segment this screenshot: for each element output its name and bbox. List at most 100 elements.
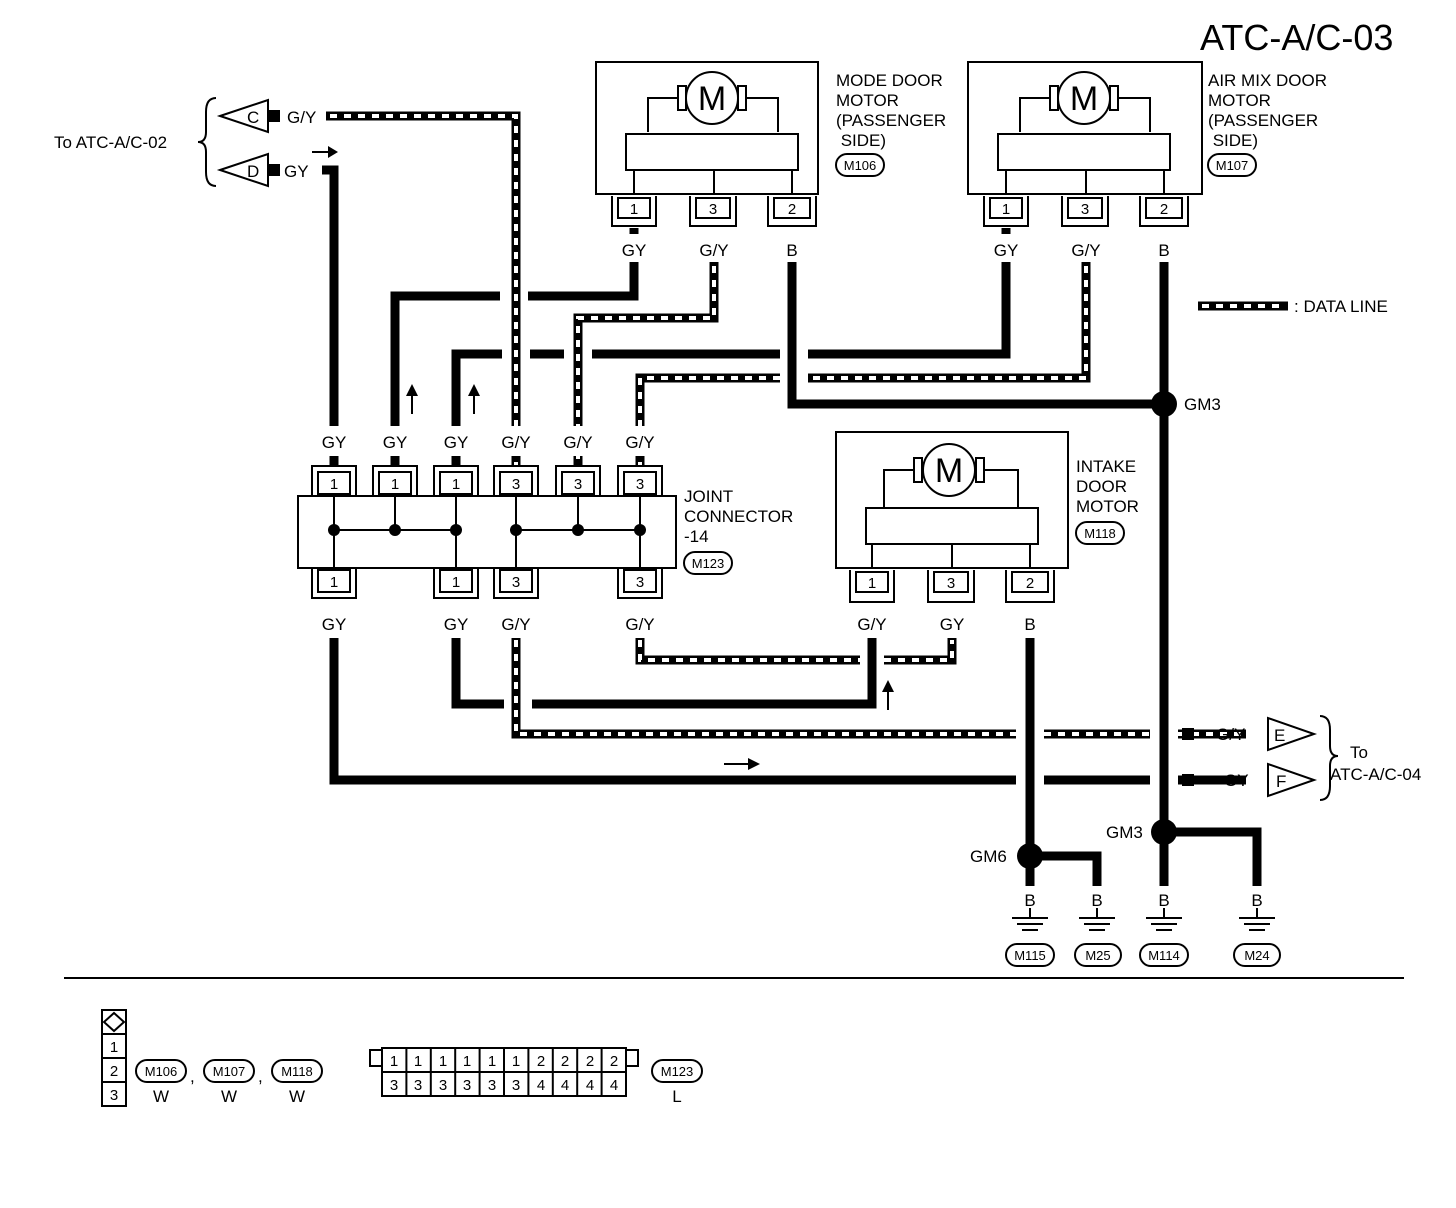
splice-gm6	[1017, 843, 1043, 869]
svg-text:M115: M115	[1014, 948, 1046, 963]
svg-text:2: 2	[537, 1053, 545, 1070]
connector-view-large: 1 1 1 1 1 1 2 2 2 2 3 3 3 3 3 3 4 4 4 4 …	[369, 1047, 703, 1106]
svg-text:2: 2	[788, 201, 796, 218]
airmix-pins: 1 3 2	[983, 196, 1189, 227]
ground-icon	[1239, 908, 1275, 931]
svg-text:GM3: GM3	[1106, 823, 1143, 842]
svg-text:GY: GY	[383, 433, 408, 452]
svg-text:3: 3	[439, 1077, 447, 1094]
svg-text:2: 2	[1160, 201, 1168, 218]
svg-text:M: M	[935, 452, 963, 490]
svg-text:4: 4	[561, 1077, 569, 1094]
grounds: B B B B M115 M25 M114 M24	[1005, 891, 1281, 967]
svg-text:G/Y: G/Y	[563, 433, 592, 452]
svg-text:G/Y: G/Y	[1216, 725, 1245, 744]
svg-text:3: 3	[574, 476, 582, 493]
motor-icon	[1057, 71, 1111, 125]
joint-bottom-pins: 1 1 3 3	[311, 568, 663, 599]
svg-text:3: 3	[390, 1077, 398, 1094]
svg-text:1: 1	[414, 1053, 422, 1070]
svg-text:G/Y: G/Y	[501, 615, 530, 634]
arrow-d-icon	[216, 152, 269, 188]
air-mix-door-motor: M 1 3 2 GY G/Y B AIR MIX DOOR MOTOR (PAS…	[967, 61, 1327, 260]
svg-text:MOTOR: MOTOR	[836, 91, 899, 110]
direction-arrows	[406, 384, 894, 770]
svg-text:DOOR: DOOR	[1076, 477, 1127, 496]
svg-text:1: 1	[390, 1053, 398, 1070]
ground-icon	[1012, 908, 1048, 931]
svg-text:GY: GY	[444, 433, 469, 452]
svg-text:B: B	[1024, 891, 1035, 910]
mode-door-motor: M 1 3 2 GY G/Y B MODE DOOR MOTOR (PASSEN…	[595, 61, 946, 260]
svg-text:M: M	[698, 80, 726, 118]
svg-text:M25: M25	[1085, 948, 1110, 963]
svg-text:3: 3	[636, 476, 644, 493]
splice-gm3-top	[1151, 391, 1177, 417]
large-bottom-pins: 3 3 3 3 3 3 4 4 4 4	[390, 1077, 618, 1094]
intake-door-motor: M 1 3 2 G/Y GY B INTAKE DOOR MOTOR M118	[835, 431, 1139, 634]
left-ref-label: To ATC-A/C-02	[54, 133, 167, 152]
svg-text:B: B	[1024, 615, 1035, 634]
motor-icon	[922, 443, 976, 497]
svg-text:1: 1	[512, 1053, 520, 1070]
svg-text:GM3: GM3	[1184, 395, 1221, 414]
label-gaps	[300, 234, 1280, 910]
svg-text:MODE DOOR: MODE DOOR	[836, 71, 943, 90]
svg-text:GY: GY	[940, 615, 965, 634]
svg-text:4: 4	[586, 1077, 594, 1094]
svg-text:G/Y: G/Y	[501, 433, 530, 452]
svg-text:SIDE): SIDE)	[836, 131, 886, 150]
svg-text:D: D	[247, 162, 259, 181]
svg-text:W: W	[289, 1087, 305, 1106]
svg-text:B: B	[1158, 241, 1169, 260]
svg-text:B: B	[1251, 891, 1262, 910]
svg-text:GY: GY	[622, 241, 647, 260]
svg-text:C: C	[247, 108, 259, 127]
svg-text:G/Y: G/Y	[857, 615, 886, 634]
svg-text:,: ,	[258, 1067, 263, 1086]
svg-text:SIDE): SIDE)	[1208, 131, 1258, 150]
svg-text:3: 3	[110, 1087, 118, 1104]
page-title: ATC-A/C-03	[1200, 17, 1393, 58]
svg-text:1: 1	[1002, 201, 1010, 218]
svg-text:F: F	[1276, 772, 1286, 791]
svg-text:4: 4	[537, 1077, 545, 1094]
svg-text:1: 1	[110, 1039, 118, 1056]
svg-text:G/Y: G/Y	[287, 108, 316, 127]
left-reference: To ATC-A/C-02 C G/Y D GY	[54, 97, 338, 188]
svg-text:W: W	[221, 1087, 237, 1106]
svg-text:M123: M123	[692, 556, 725, 571]
svg-text:2: 2	[110, 1063, 118, 1080]
svg-text:3: 3	[947, 575, 955, 592]
svg-text:1: 1	[488, 1053, 496, 1070]
arrow-c-icon	[216, 98, 269, 134]
svg-text:E: E	[1274, 726, 1285, 745]
svg-text:1: 1	[391, 476, 399, 493]
svg-text:3: 3	[512, 476, 520, 493]
mode-pins: 1 3 2	[611, 196, 817, 227]
svg-text:3: 3	[636, 574, 644, 591]
svg-text:1: 1	[463, 1053, 471, 1070]
svg-text:2: 2	[610, 1053, 618, 1070]
svg-text:AIR MIX DOOR: AIR MIX DOOR	[1208, 71, 1327, 90]
joint-top-pins: 1 1 1 3 3 3	[311, 465, 663, 496]
svg-text:3: 3	[463, 1077, 471, 1094]
svg-text:GY: GY	[322, 615, 347, 634]
svg-text:1: 1	[868, 575, 876, 592]
svg-text:(PASSENGER: (PASSENGER	[836, 111, 946, 130]
data-lines	[326, 111, 1246, 739]
svg-text:To: To	[1350, 743, 1368, 762]
intake-pins: 1 3 2	[849, 570, 1055, 603]
svg-text:B: B	[1158, 891, 1169, 910]
svg-text:GM6: GM6	[970, 847, 1007, 866]
joint-connector: 1 1 1 3 3 3 GY GY GY G/Y G/Y G/Y 1 1 3 3	[297, 433, 793, 634]
svg-text:GY: GY	[1224, 771, 1249, 790]
wires	[322, 165, 1262, 908]
arrow-e-icon	[1267, 716, 1318, 752]
svg-text:1: 1	[330, 476, 338, 493]
svg-text:M118: M118	[1084, 526, 1116, 541]
svg-text:G/Y: G/Y	[1071, 241, 1100, 260]
svg-text:MOTOR: MOTOR	[1076, 497, 1139, 516]
svg-text:G/Y: G/Y	[625, 433, 654, 452]
